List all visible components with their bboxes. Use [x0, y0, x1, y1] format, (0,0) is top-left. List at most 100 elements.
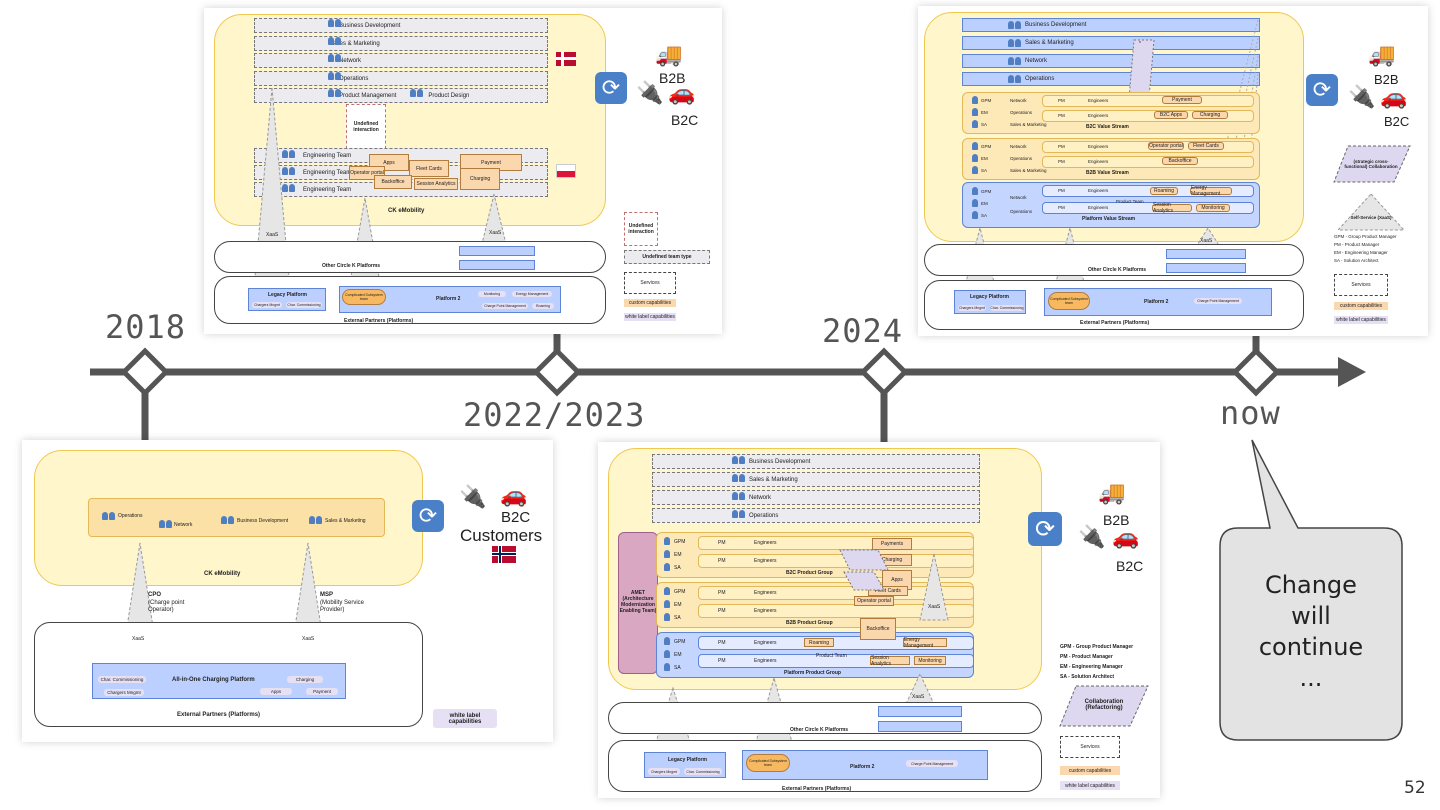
- legend-role: EM - Engineering Manager: [1060, 664, 1123, 670]
- engineers-label: Engineers: [1088, 144, 1109, 149]
- timeline-marker-2018: [120, 347, 170, 397]
- team-row: Network: [962, 54, 1260, 68]
- year-label-now: now: [1220, 394, 1281, 432]
- other-platform-box: [1166, 263, 1246, 273]
- subsystem-team: Complicated Subsystem team: [1048, 292, 1090, 310]
- poland-flag-icon: [556, 164, 576, 178]
- role-sa: SA: [674, 565, 681, 571]
- truck-icon: 🚚: [1368, 42, 1396, 67]
- pm-label: PM: [718, 640, 726, 646]
- stream-label: Platform Value Stream: [1082, 216, 1136, 222]
- role-sa: SA: [981, 213, 988, 218]
- role-gpm: GPM: [674, 589, 686, 595]
- team-row: [1042, 156, 1254, 168]
- xaas-label: XaaS: [912, 694, 925, 700]
- partners-label: External Partners (Platforms): [177, 712, 261, 718]
- undefined-interaction-label: Undefined interaction: [353, 121, 379, 133]
- cap-charge-point-mgmt: Charge Point Management: [1194, 298, 1242, 304]
- platform2-label: Platform 2: [850, 764, 875, 770]
- truck-icon: 🚚: [655, 42, 683, 67]
- team-label: Business Development: [1025, 22, 1087, 28]
- legend-collab-shape: [1333, 145, 1411, 183]
- plug-icon: 🔌: [1348, 84, 1376, 109]
- people-icon: [732, 474, 746, 482]
- panel-now: Business Development Sales & Marketing N…: [918, 6, 1428, 336]
- cap-commissioning: Char. Commissioning: [684, 768, 722, 775]
- legacy-label: Legacy Platform: [268, 292, 307, 298]
- people-icon: [1008, 39, 1022, 47]
- person-icon: [664, 587, 670, 595]
- team-network: Network: [174, 522, 193, 528]
- cap-payments: Payments: [872, 538, 912, 550]
- group-label: Platform Product Group: [784, 670, 841, 676]
- segment-b2c: B2C: [1384, 114, 1410, 129]
- cap-chargers-mngmt: Chargers Mngmt: [104, 689, 144, 696]
- legend-role: EM - Engineering Manager: [1334, 250, 1388, 255]
- cap-monitoring: Monitoring: [914, 656, 946, 665]
- other-platform-box: [878, 721, 962, 732]
- msp-description: (Mobility Service Provider): [320, 600, 365, 613]
- stream-team: Network: [1010, 195, 1027, 200]
- stream-label: B2C Value Stream: [1086, 124, 1129, 130]
- person-icon: [664, 613, 670, 621]
- cap-commissioning: Char. Commissioning: [990, 305, 1024, 311]
- team-label: Engineering Team: [303, 186, 352, 193]
- org-label: CK eMobility: [388, 208, 425, 214]
- other-platform-box: [1166, 249, 1246, 259]
- pm-label: PM: [1058, 113, 1065, 118]
- legend-undefined-interaction: Undefined interaction: [624, 212, 658, 246]
- role-em: EM: [981, 201, 988, 206]
- legend-services: Services: [1334, 274, 1388, 296]
- product-team-label: Product Team: [816, 653, 847, 659]
- team-label: Business Development: [339, 22, 401, 29]
- segment-b2b: B2B: [1374, 72, 1399, 87]
- people-icon: [282, 184, 296, 192]
- legend-services: Services: [1060, 736, 1120, 758]
- cap-session-analytics: Session Analytics: [1152, 202, 1192, 214]
- cpo-title: CPO: [148, 592, 162, 598]
- team-label: Engineering Team: [303, 169, 352, 176]
- partners-label: External Partners (Platforms): [782, 786, 852, 792]
- cap-payment: Payment: [1162, 96, 1202, 104]
- cap-commissioning: Char. Commissioning: [98, 676, 146, 683]
- cap-monitoring: Monitoring: [1196, 204, 1230, 212]
- team-row: Operations: [254, 71, 548, 86]
- stream-team: Sales & Marketing: [1010, 122, 1047, 127]
- engineers-label: Engineers: [754, 558, 777, 564]
- team-row: Operations: [962, 72, 1260, 86]
- people-icon: [1008, 57, 1022, 65]
- sync-icon: ⟳: [1028, 512, 1062, 546]
- cap-roaming: Roaming: [1150, 187, 1178, 195]
- legend-xaas-shape: [1336, 193, 1406, 231]
- bubble-line: Change: [1265, 571, 1357, 599]
- person-icon: [972, 108, 978, 116]
- engineers-label: Engineers: [1088, 188, 1109, 193]
- engineers-label: Engineers: [1088, 205, 1109, 210]
- role-em: EM: [674, 552, 682, 558]
- pm-label: PM: [1058, 98, 1065, 103]
- sync-icon: ⟳: [412, 500, 444, 532]
- cap-backoffice: Backoffice: [1162, 157, 1198, 165]
- team-label: Sales & Marketing: [1025, 40, 1074, 46]
- engineers-label: Engineers: [1088, 159, 1109, 164]
- other-platform-box: [878, 706, 962, 717]
- legend-undefined-team-type: Undefined team type: [624, 250, 710, 264]
- pm-label: PM: [1058, 144, 1065, 149]
- pm-label: PM: [718, 608, 726, 614]
- legend-custom: custom capabilities: [1060, 766, 1120, 775]
- cap-charging: Charging: [460, 168, 500, 190]
- team-row: Sales & Marketing: [254, 36, 548, 51]
- person-icon: [972, 96, 978, 104]
- team-label: Product Management: [339, 92, 397, 99]
- role-gpm: GPM: [674, 539, 686, 545]
- year-label-2018: 2018: [105, 308, 187, 346]
- stream-team: Network: [1010, 98, 1027, 103]
- bubble-line: will: [1291, 602, 1331, 630]
- people-icon: [282, 150, 296, 158]
- segment-b2b: B2B: [1103, 512, 1130, 528]
- person-icon: [664, 650, 670, 658]
- segment-b2c: B2C: [501, 509, 531, 526]
- other-platforms-label: Other Circle K Platforms: [790, 727, 849, 733]
- cap-energy-management: Energy Management: [903, 637, 947, 649]
